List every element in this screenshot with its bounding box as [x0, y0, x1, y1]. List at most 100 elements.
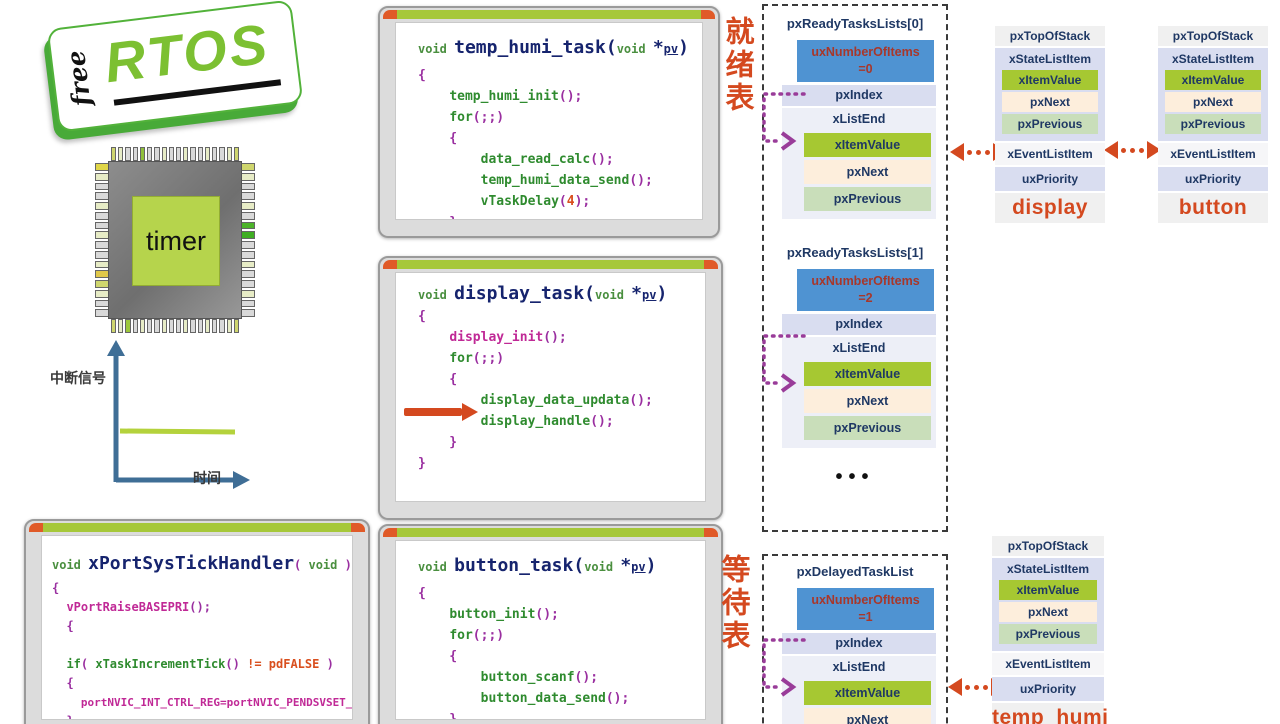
code-line: data_read_calc();	[480, 152, 614, 167]
list-title: pxDelayedTaskList	[796, 564, 914, 579]
px-index-row: pxIndex	[782, 85, 936, 106]
code-line: display_data_updata();	[480, 393, 653, 408]
temp-humi-task-window: void temp_humi_task(void *pv){ temp_humi…	[378, 6, 720, 238]
chip-pin	[241, 192, 255, 200]
chip-pin	[226, 319, 232, 333]
x-list-end-row: xListEnd	[832, 341, 886, 355]
tcb-display: pxTopOfStack xStateListItem xItemValue p…	[995, 26, 1105, 223]
chip-pin	[111, 147, 117, 161]
chip-pin	[95, 280, 109, 288]
px-top-of-stack-row: pxTopOfStack	[1158, 26, 1268, 46]
code-line: vTaskDelay(4);	[480, 194, 591, 209]
x-event-list-item-row: xEventListItem	[1158, 143, 1268, 165]
x-item-value-row: xItemValue	[804, 362, 931, 386]
x-list-end-box: xListEnd xItemValue pxNext pxPrevious	[782, 656, 936, 724]
x-item-value-row: xItemValue	[804, 133, 931, 157]
chip-pin	[241, 299, 255, 308]
chip-pin	[147, 319, 153, 333]
chip-pin	[147, 147, 153, 161]
chip-pin	[175, 147, 182, 161]
chip-pin	[241, 211, 255, 220]
chip-pin	[241, 309, 255, 317]
px-previous-row: pxPrevious	[1165, 114, 1261, 134]
px-index-pointer-arrow-icon	[762, 334, 806, 393]
chip-pins-bottom	[111, 319, 239, 333]
code-line: }	[52, 712, 348, 719]
chip-pin	[241, 221, 255, 230]
chip-pin	[241, 280, 255, 288]
chip-pin	[132, 147, 138, 161]
chip-pin	[95, 289, 109, 298]
list-title: pxReadyTasksLists[1]	[786, 245, 924, 260]
chip-pin	[118, 319, 124, 333]
chip-pin	[161, 319, 167, 333]
chip-pin	[161, 147, 167, 161]
interrupt-signal-chart	[107, 340, 250, 489]
chip-pins-right	[241, 163, 255, 317]
code-line: for(;;)	[449, 351, 505, 366]
ux-priority-row: uxPriority	[995, 167, 1105, 191]
window-titlebar	[383, 10, 715, 19]
chip-pin	[139, 319, 146, 333]
chip-pins-left	[95, 163, 109, 317]
x-state-list-item-label: xStateListItem	[1006, 562, 1090, 576]
chip-pin	[168, 147, 174, 161]
button-task-window: void button_task(void *pv){ button_init(…	[378, 524, 723, 724]
ux-priority-row: uxPriority	[992, 677, 1104, 701]
px-index-pointer-arrow-icon	[762, 92, 806, 151]
chip-pin	[111, 319, 117, 333]
code-line: {	[418, 649, 458, 664]
count-value: =0	[858, 62, 873, 76]
signal-line	[119, 428, 236, 435]
count-label: uxNumberOfItems	[811, 593, 920, 607]
code-line: {	[52, 581, 60, 595]
chip-pin	[95, 182, 109, 191]
chip-pin	[95, 270, 109, 278]
chip-pin	[95, 192, 109, 200]
chip-pin	[226, 147, 232, 161]
chip-pin	[175, 319, 182, 333]
chip-body: timer	[108, 161, 242, 319]
px-top-of-stack-row: pxTopOfStack	[992, 536, 1104, 556]
chip-pin	[95, 163, 109, 171]
code-line: }	[418, 712, 458, 720]
px-next-row: pxNext	[1165, 92, 1261, 112]
code-line: }	[418, 435, 458, 450]
chip-pin	[95, 202, 109, 210]
chip-pin	[241, 289, 255, 298]
x-list-end-box: xListEnd xItemValue pxNext pxPrevious	[782, 337, 936, 448]
code-line: {	[418, 131, 458, 146]
x-state-list-item-label: xStateListItem	[1171, 52, 1255, 66]
x-state-list-item-box: xStateListItem xItemValue pxNext pxPrevi…	[995, 48, 1105, 141]
task-name: button	[1158, 193, 1268, 223]
chip-pin	[204, 319, 211, 333]
code-line: button_data_send();	[480, 691, 630, 706]
chip-pin	[95, 299, 109, 308]
ready-list-label: 就绪表	[721, 16, 753, 115]
chip-pin	[219, 319, 225, 333]
code-line: }	[418, 212, 698, 219]
chip-pin	[95, 250, 109, 259]
code-line: void display_task(void *pv)	[418, 283, 668, 304]
task-name: temp_humi	[992, 703, 1108, 724]
code-line: for(;;)	[449, 628, 505, 643]
px-next-row: pxNext	[1002, 92, 1098, 112]
chip-pin	[125, 147, 131, 161]
code-line: void button_task(void *pv)	[418, 555, 657, 576]
chip-pin	[95, 231, 109, 239]
delayed-list-container: pxDelayedTaskList uxNumberOfItems =1 pxI…	[762, 554, 948, 724]
count-label: uxNumberOfItems	[811, 45, 920, 59]
tcb-button: pxTopOfStack xStateListItem xItemValue p…	[1158, 26, 1268, 223]
chip-pin	[241, 202, 255, 210]
px-previous-row: pxPrevious	[804, 416, 931, 440]
window-titlebar	[383, 260, 718, 269]
x-item-value-row: xItemValue	[1165, 70, 1261, 90]
chip-pin	[197, 147, 203, 161]
x-item-value-row: xItemValue	[1002, 70, 1098, 90]
code-line: {	[418, 586, 426, 601]
chip-pin	[241, 231, 255, 239]
chip-pin	[204, 147, 211, 161]
display-code-panel: void display_task(void *pv){ display_ini…	[395, 272, 706, 502]
x-list-end-row: xListEnd	[832, 112, 886, 126]
